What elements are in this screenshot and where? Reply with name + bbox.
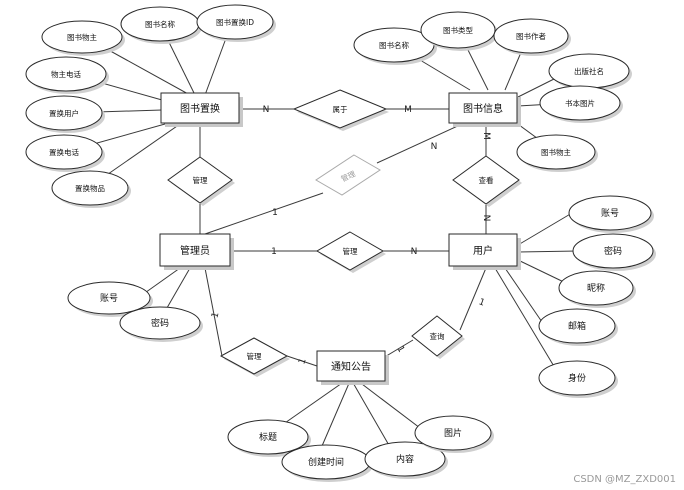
attr-exchange-book-owner[interactable]: 图书物主 [41,20,125,56]
svg-text:图书置换ID: 图书置换ID [216,17,254,27]
attr-user-account[interactable]: 账号 [568,195,654,233]
cardinality-label: 1 [477,297,486,308]
cardinality-label: N [411,247,418,257]
svg-text:密码: 密码 [604,245,622,257]
svg-text:邮箱: 邮箱 [568,320,586,332]
attr-user-email[interactable]: 邮箱 [538,308,618,346]
cardinality-label: M [481,132,491,140]
attr-info-book-name[interactable]: 图书名称 [353,27,437,65]
attr-admin-password[interactable]: 密码 [119,306,203,342]
svg-text:属于: 属于 [333,105,348,114]
svg-text:图书类型: 图书类型 [443,25,473,35]
cardinality-label: N [431,142,438,152]
attr-info-picture[interactable]: 书本图片 [539,85,623,123]
svg-text:身份: 身份 [568,372,586,384]
svg-text:账号: 账号 [100,293,118,304]
svg-text:置换电话: 置换电话 [49,147,79,157]
entity-label: 通知公告 [331,360,371,373]
svg-text:物主电话: 物主电话 [51,69,81,79]
svg-text:图书作者: 图书作者 [516,31,546,41]
svg-text:图书名称: 图书名称 [145,19,175,29]
svg-text:创建时间: 创建时间 [308,456,344,468]
attr-notice-title[interactable]: 标题 [227,419,311,457]
entity-book-info[interactable]: 图书信息 [448,92,521,127]
svg-text:标题: 标题 [259,431,277,443]
svg-text:账号: 账号 [601,208,619,219]
cardinality-label: N [481,215,491,222]
svg-text:密码: 密码 [151,317,169,329]
svg-text:置换物品: 置换物品 [75,183,105,193]
rel-query-notice[interactable]: 查询 [411,315,465,359]
cardinality-label: 1 [394,345,406,355]
cardinality-label: M [404,105,412,115]
attr-info-book-owner[interactable]: 图书物主 [516,134,598,172]
attr-admin-account[interactable]: 账号 [67,281,153,317]
cardinality-label: 1 [210,311,221,319]
watermark-text: CSDN @MZ_ZXD001 [573,474,676,485]
entity-label: 图书信息 [463,102,503,115]
rel-manage-info[interactable]: 管理 [315,154,381,196]
attr-exchange-item[interactable]: 置换物品 [51,170,131,208]
rel-manage-user[interactable]: 管理 [315,231,386,273]
attr-exchange-phone[interactable]: 置换电话 [25,134,105,172]
attr-notice-picture[interactable]: 图片 [414,415,494,453]
attr-user-nickname[interactable]: 昵称 [558,270,636,308]
svg-text:内容: 内容 [396,453,414,465]
svg-text:出版社名: 出版社名 [574,66,604,76]
rel-manage-exchange[interactable]: 管理 [167,156,235,206]
entity-label: 用户 [473,244,493,257]
svg-text:管理: 管理 [193,175,208,185]
attr-exchange-owner-phone[interactable]: 物主电话 [25,56,109,94]
svg-text:昵称: 昵称 [587,282,605,294]
attr-exchange-user[interactable]: 置换用户 [25,95,105,133]
svg-text:书本图片: 书本图片 [565,98,595,108]
attr-exchange-book-id[interactable]: 图书置换ID [196,4,276,42]
entity-book-exchange[interactable]: 图书置换 [160,92,243,127]
rel-belongs-to[interactable]: 属于 [292,89,389,131]
attr-info-publisher[interactable]: 出版社名 [548,53,632,91]
rel-manage-notice[interactable]: 管理 [219,337,290,377]
cardinality-label: 1 [271,247,277,257]
entity-user[interactable]: 用户 [448,233,521,270]
cardinality-label: N [263,105,270,115]
svg-text:管理: 管理 [247,351,262,361]
cardinality-label: 1 [297,357,308,366]
attr-user-password[interactable]: 密码 [572,233,656,271]
svg-text:置换用户: 置换用户 [49,108,79,118]
cardinality-label: 1 [272,208,278,218]
entity-admin[interactable]: 管理员 [159,233,234,270]
svg-text:图片: 图片 [444,427,462,439]
svg-text:查看: 查看 [479,175,494,185]
svg-text:查询: 查询 [430,331,445,341]
svg-text:图书物主: 图书物主 [541,147,571,157]
entity-label: 管理员 [180,244,210,257]
attr-info-book-author[interactable]: 图书作者 [493,18,571,56]
svg-text:图书名称: 图书名称 [379,40,409,50]
svg-text:管理: 管理 [343,246,358,256]
rel-view-info[interactable]: 查看 [452,155,522,207]
attr-notice-content[interactable]: 内容 [364,441,448,479]
attr-notice-created[interactable]: 创建时间 [281,444,373,482]
attr-exchange-book-name[interactable]: 图书名称 [120,6,202,44]
svg-text:图书物主: 图书物主 [67,32,97,42]
attr-user-identity[interactable]: 身份 [538,360,618,398]
attr-info-book-type[interactable]: 图书类型 [420,11,498,51]
entity-notice[interactable]: 通知公告 [316,350,389,385]
entity-label: 图书置换 [180,102,220,115]
